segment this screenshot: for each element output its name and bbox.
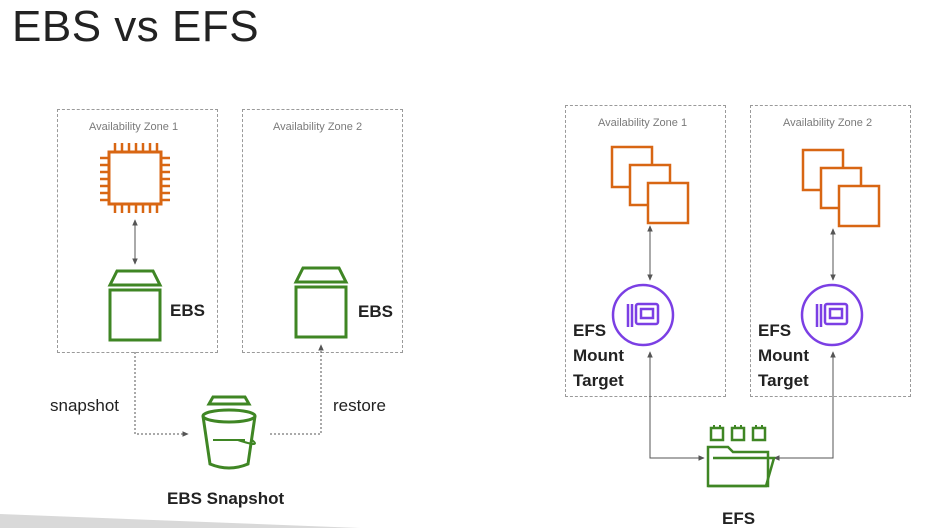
- restore-connector: [270, 344, 324, 435]
- ebs-volume-1-label: EBS: [170, 301, 205, 320]
- mount-target-icon: [611, 283, 675, 347]
- s3-bucket-icon: [201, 395, 257, 470]
- mount-target-line-2: Mount: [573, 346, 624, 365]
- ebs-availability-zone-2: [242, 109, 403, 353]
- snapshot-connector: [134, 352, 189, 437]
- ebs-volume-icon: [293, 266, 349, 339]
- efs-az1-label: Availability Zone 1: [598, 117, 688, 129]
- mount-target-icon: [800, 283, 864, 347]
- mount-target-line-1: EFS: [573, 321, 607, 340]
- ebs-az1-label: Availability Zone 1: [89, 121, 179, 133]
- ec2-instance-icon: [100, 143, 170, 213]
- ec2-instances-icon: [610, 145, 690, 225]
- ebs-az2-label: Availability Zone 2: [273, 121, 363, 133]
- efs-mount-target-1-label: EFS Mount Target: [573, 318, 624, 393]
- slide-footer-shade: [0, 514, 360, 528]
- ebs-availability-zone-1: [57, 109, 218, 353]
- mount-target-line-3: Target: [573, 371, 624, 390]
- efs-filesystem-icon: [706, 425, 776, 488]
- ebs-volume-2-label: EBS: [358, 302, 393, 321]
- restore-label: restore: [333, 396, 386, 415]
- mount-target-line-1: EFS: [758, 321, 792, 340]
- ec2-instances-icon: [801, 148, 881, 228]
- efs-az2-label: Availability Zone 2: [783, 117, 873, 129]
- snapshot-label: snapshot: [50, 396, 119, 415]
- ebs-volume-icon: [107, 269, 163, 342]
- efs-filesystem-label: EFS: [722, 509, 756, 528]
- page-title: EBS vs EFS: [12, 2, 260, 51]
- efs-availability-zone-1: [565, 105, 726, 397]
- efs-mount-connector-2: [773, 351, 836, 461]
- ebs-snapshot-label: EBS Snapshot: [167, 489, 285, 508]
- efs-mount-connector-1: [647, 351, 705, 461]
